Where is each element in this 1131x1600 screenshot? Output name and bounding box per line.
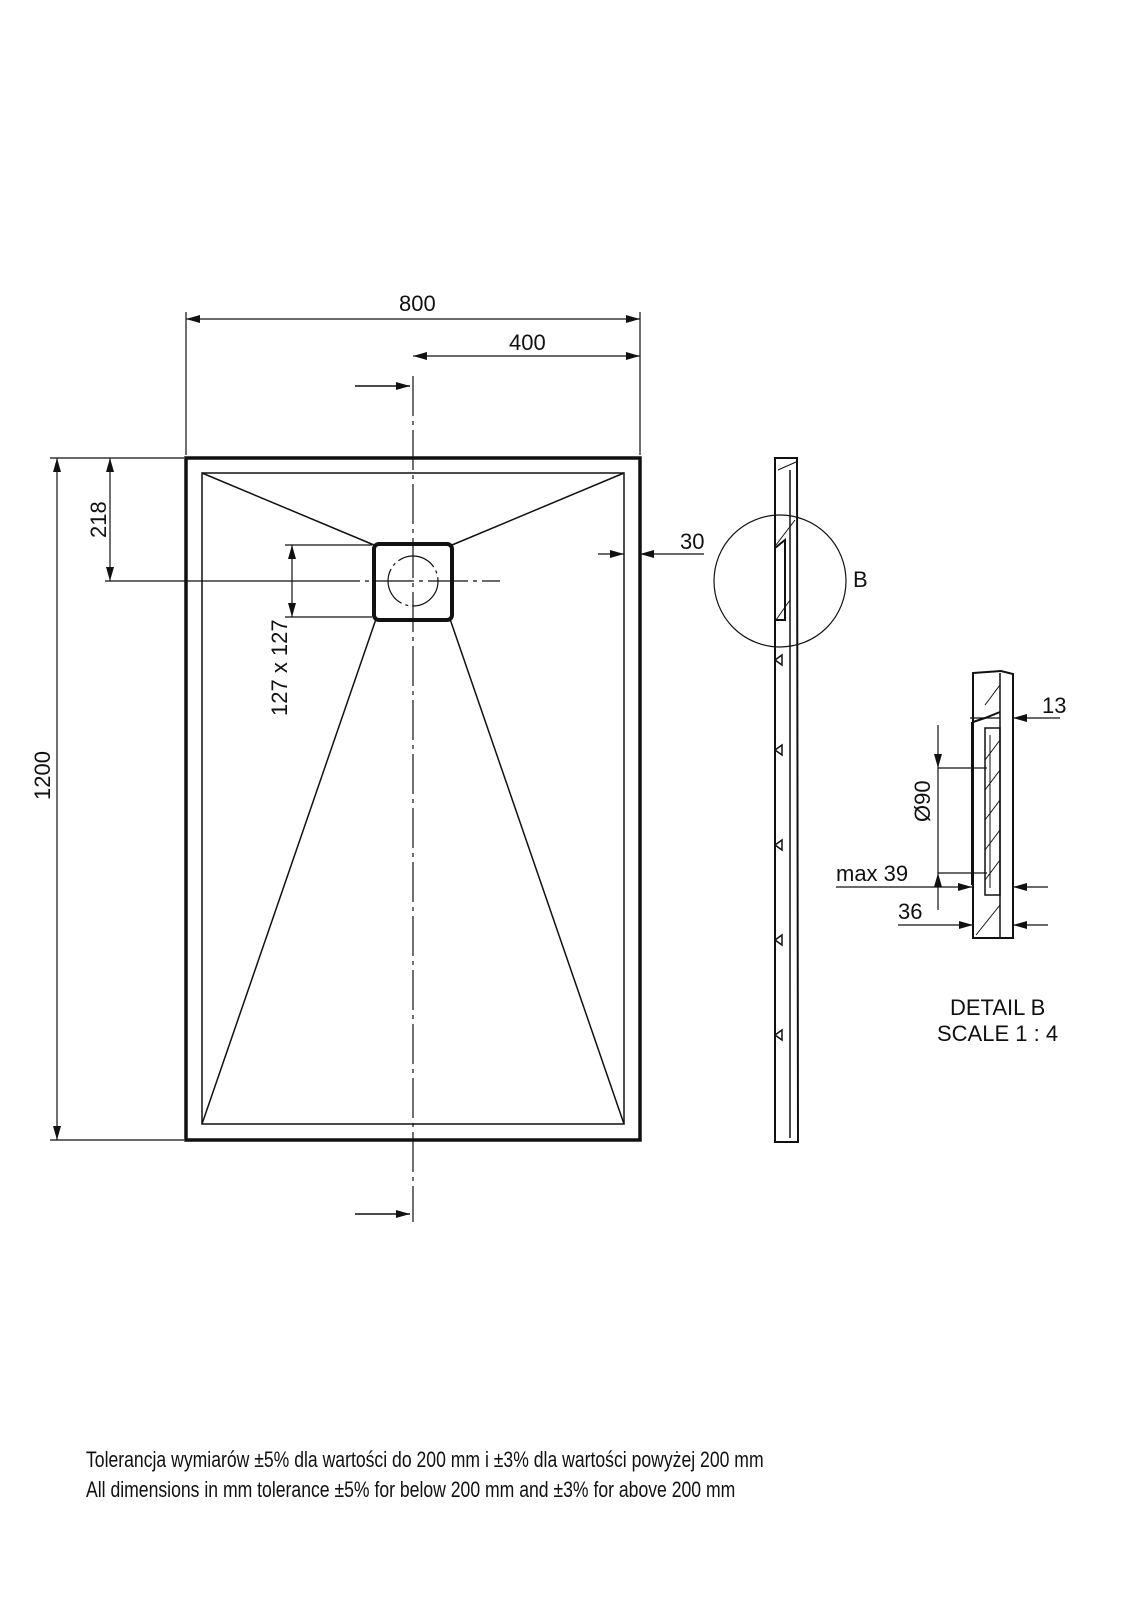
half-width-label: 400 [509, 330, 546, 355]
tolerance-note-en: All dimensions in mm tolerance ±5% for b… [86, 1477, 736, 1502]
rim-thickness-label: 13 [1042, 693, 1066, 718]
detail-b-view [836, 669, 1060, 939]
height-label: 36 [898, 899, 922, 924]
tray-plan-view [184, 376, 642, 1222]
detail-b-labels: 13 Ø90 max 39 36 DETAIL B SCALE 1 : 4 [836, 693, 1066, 1046]
outlet-diameter-label: Ø90 [910, 780, 935, 822]
drain-size-label: 127 x 127 [267, 619, 292, 716]
dimension-labels: 800 400 1200 218 127 x 127 30 [30, 291, 704, 800]
rim-label: 30 [680, 529, 704, 554]
length-label: 1200 [30, 751, 55, 800]
detail-marker: B [853, 567, 868, 592]
max-height-label: max 39 [836, 861, 908, 886]
drain-offset-label: 218 [86, 501, 111, 538]
dimension-lines [50, 312, 704, 1218]
detail-b-callout [713, 514, 847, 648]
width-label: 800 [399, 291, 436, 316]
detail-title: DETAIL B [950, 995, 1045, 1020]
tray-section-view [713, 457, 847, 1143]
detail-scale: SCALE 1 : 4 [937, 1021, 1058, 1046]
tolerance-note-pl: Tolerancja wymiarów ±5% dla wartości do … [86, 1447, 764, 1472]
